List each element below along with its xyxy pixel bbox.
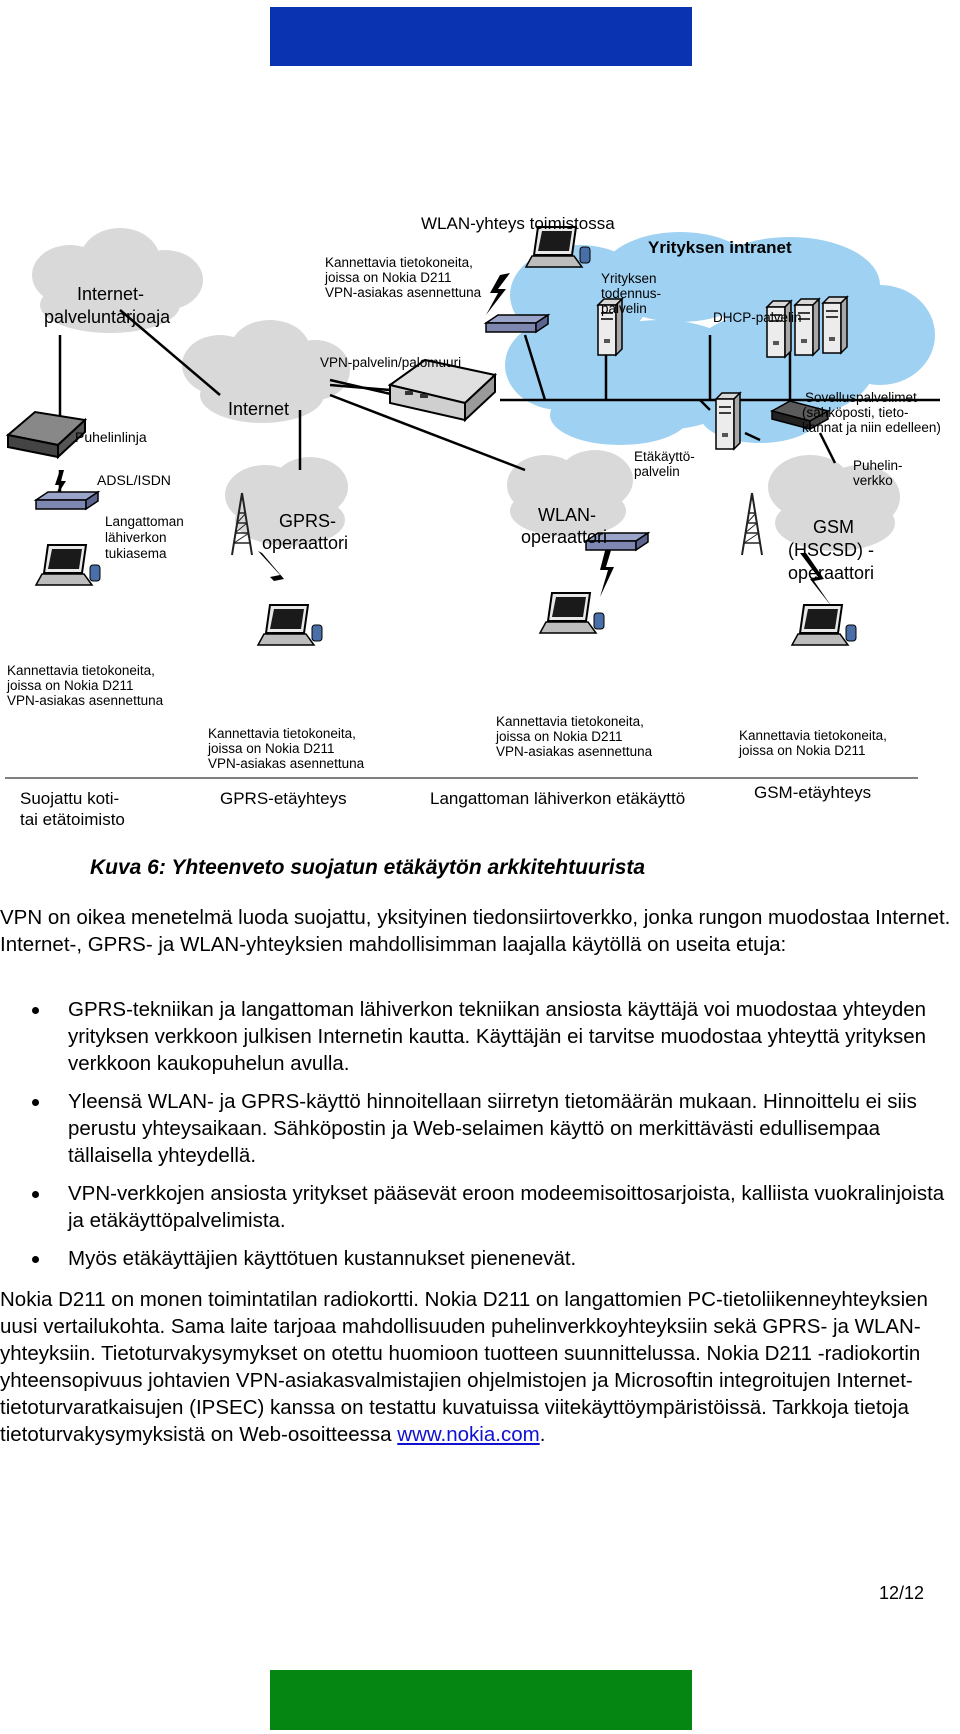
home-laptops-label: Kannettavia tietokoneita, xyxy=(7,663,155,678)
office-laptops-label: Kannettavia tietokoneita, xyxy=(325,255,473,270)
server-icon xyxy=(794,298,820,356)
laptop-icon xyxy=(35,544,101,586)
bullet-icon xyxy=(32,1099,39,1106)
list-item: Myös etäkäyttäjien käyttötuen kustannuks… xyxy=(0,1245,960,1272)
list-item: VPN-verkkojen ansiosta yritykset pääsevä… xyxy=(0,1180,960,1234)
wlan-operator-cloud xyxy=(507,450,633,537)
gsm-operator-label: GSM xyxy=(813,517,854,537)
auth-server-label: Yrityksen xyxy=(601,271,657,286)
wan-links xyxy=(298,383,526,472)
gprs-operator-label: GPRS- xyxy=(279,511,336,531)
access-point-label: tukiasema xyxy=(105,546,167,561)
auth-server-label: palvelin xyxy=(601,301,647,316)
list-item-text: VPN-verkkojen ansiosta yritykset pääsevä… xyxy=(68,1182,945,1232)
wlan-operator-label: operaattori xyxy=(521,527,607,547)
wlan-operator-label: WLAN- xyxy=(538,505,596,525)
app-servers-label: (sähköposti, tieto- xyxy=(802,405,909,420)
gsm-tower-icon xyxy=(741,492,763,556)
gsm-cloud xyxy=(768,455,900,551)
laptop-icon xyxy=(791,604,857,646)
gsm-operator-label: (HSCSD) - xyxy=(788,540,874,560)
home-laptops-label: joissa on Nokia D211 xyxy=(6,678,134,693)
gsm-operator-label: operaattori xyxy=(788,563,874,583)
wlan-laptops-label: VPN-asiakas asennettuna xyxy=(496,744,653,759)
gprs-remote-label: GPRS-etäyhteys xyxy=(220,789,347,808)
phone-network-label: Puhelin- xyxy=(853,458,903,473)
gprs-operator-label: operaattori xyxy=(262,533,348,553)
page-number: 12/12 xyxy=(878,1583,924,1603)
list-item-text: Myös etäkäyttäjien käyttötuen kustannuks… xyxy=(68,1247,577,1270)
gprs-laptops-label: joissa on Nokia D211 xyxy=(207,741,335,756)
laptop-icon xyxy=(539,592,605,634)
adsl-modem-icon xyxy=(5,410,88,460)
app-servers-label: Sovelluspalvelimet xyxy=(805,390,917,405)
access-point-label: lähiverkon xyxy=(105,530,167,545)
access-point-label: Langattoman xyxy=(105,514,184,529)
footer-band xyxy=(270,1670,692,1730)
list-item: Yleensä WLAN- ja GPRS-käyttö hinnoitella… xyxy=(0,1088,960,1169)
internet-label: Internet xyxy=(228,399,289,419)
home-office-label: tai etätoimisto xyxy=(20,810,125,829)
list-item-text: Yleensä WLAN- ja GPRS-käyttö hinnoitella… xyxy=(68,1090,917,1167)
laptop-icon xyxy=(257,604,323,646)
phone-network-label: verkko xyxy=(853,473,893,488)
intranet-title: Yrityksen intranet xyxy=(648,238,792,257)
nokia-link[interactable]: www.nokia.com xyxy=(397,1423,540,1446)
app-servers-label: kannat ja niin edelleen) xyxy=(802,420,941,435)
adsl-label: ADSL/ISDN xyxy=(97,472,171,488)
router-icon xyxy=(485,314,549,333)
list-item-text: GPRS-tekniikan ja langattoman lähiverkon… xyxy=(68,998,927,1075)
gprs-laptops-label: VPN-asiakas asennettuna xyxy=(208,756,365,771)
wlan-remote-label: Langattoman lähiverkon etäkäyttö xyxy=(430,789,685,808)
server-icon xyxy=(822,296,848,354)
isp-cloud xyxy=(32,228,203,333)
remote-access-server-label: Etäkäyttö- xyxy=(634,449,695,464)
access-point-icon xyxy=(35,491,99,510)
server-icon xyxy=(715,392,741,450)
remote-access-server-label: palvelin xyxy=(634,464,680,479)
gsm-laptops-label: joissa on Nokia D211 xyxy=(738,743,866,758)
closing-period: . xyxy=(539,1423,546,1446)
isp-label: Internet- xyxy=(77,284,144,304)
auth-server-label: todennus- xyxy=(601,286,661,301)
bullet-icon xyxy=(32,1256,39,1263)
header-band xyxy=(270,7,692,66)
vpn-firewall-icon xyxy=(387,358,498,423)
home-laptops-label: VPN-asiakas asennettuna xyxy=(7,693,164,708)
home-office-label: Suojattu koti- xyxy=(20,789,119,808)
gprs-laptops-label: Kannettavia tietokoneita, xyxy=(208,726,356,741)
closing-text: Nokia D211 on monen toimintatilan radiok… xyxy=(0,1288,928,1446)
bullet-icon xyxy=(32,1007,39,1014)
benefits-list: GPRS-tekniikan ja langattoman lähiverkon… xyxy=(0,996,960,1283)
intro-paragraph: VPN on oikea menetelmä luoda suojattu, y… xyxy=(0,906,951,956)
list-item: GPRS-tekniikan ja langattoman lähiverkon… xyxy=(0,996,960,1077)
phone-line-label: Puhelinlinja xyxy=(75,429,147,445)
phone-network-switch-icon xyxy=(770,400,830,431)
bullet-icon xyxy=(32,1191,39,1198)
vpn-server-label: VPN-palvelin/palomuuri xyxy=(320,355,461,370)
office-laptops-label: joissa on Nokia D211 xyxy=(324,270,452,285)
vpn-architecture-diagram: WLAN-yhteys toimistossa Yrityksen intran… xyxy=(5,215,941,829)
gsm-laptops-label: Kannettavia tietokoneita, xyxy=(739,728,887,743)
wlan-office-title: WLAN-yhteys toimistossa xyxy=(421,215,615,233)
wlan-laptops-label: Kannettavia tietokoneita, xyxy=(496,714,644,729)
gsm-remote-label: GSM-etäyhteys xyxy=(754,783,871,802)
wlan-laptops-label: joissa on Nokia D211 xyxy=(495,729,623,744)
closing-paragraph: Nokia D211 on monen toimintatilan radiok… xyxy=(0,1286,960,1448)
office-laptops-label: VPN-asiakas asennettuna xyxy=(325,285,482,300)
isp-label: palveluntarjoaja xyxy=(44,307,171,327)
figure-caption: Kuva 6: Yhteenveto suojatun etäkäytön ar… xyxy=(90,856,646,879)
dhcp-server-label: DHCP-palvelin xyxy=(713,310,802,325)
